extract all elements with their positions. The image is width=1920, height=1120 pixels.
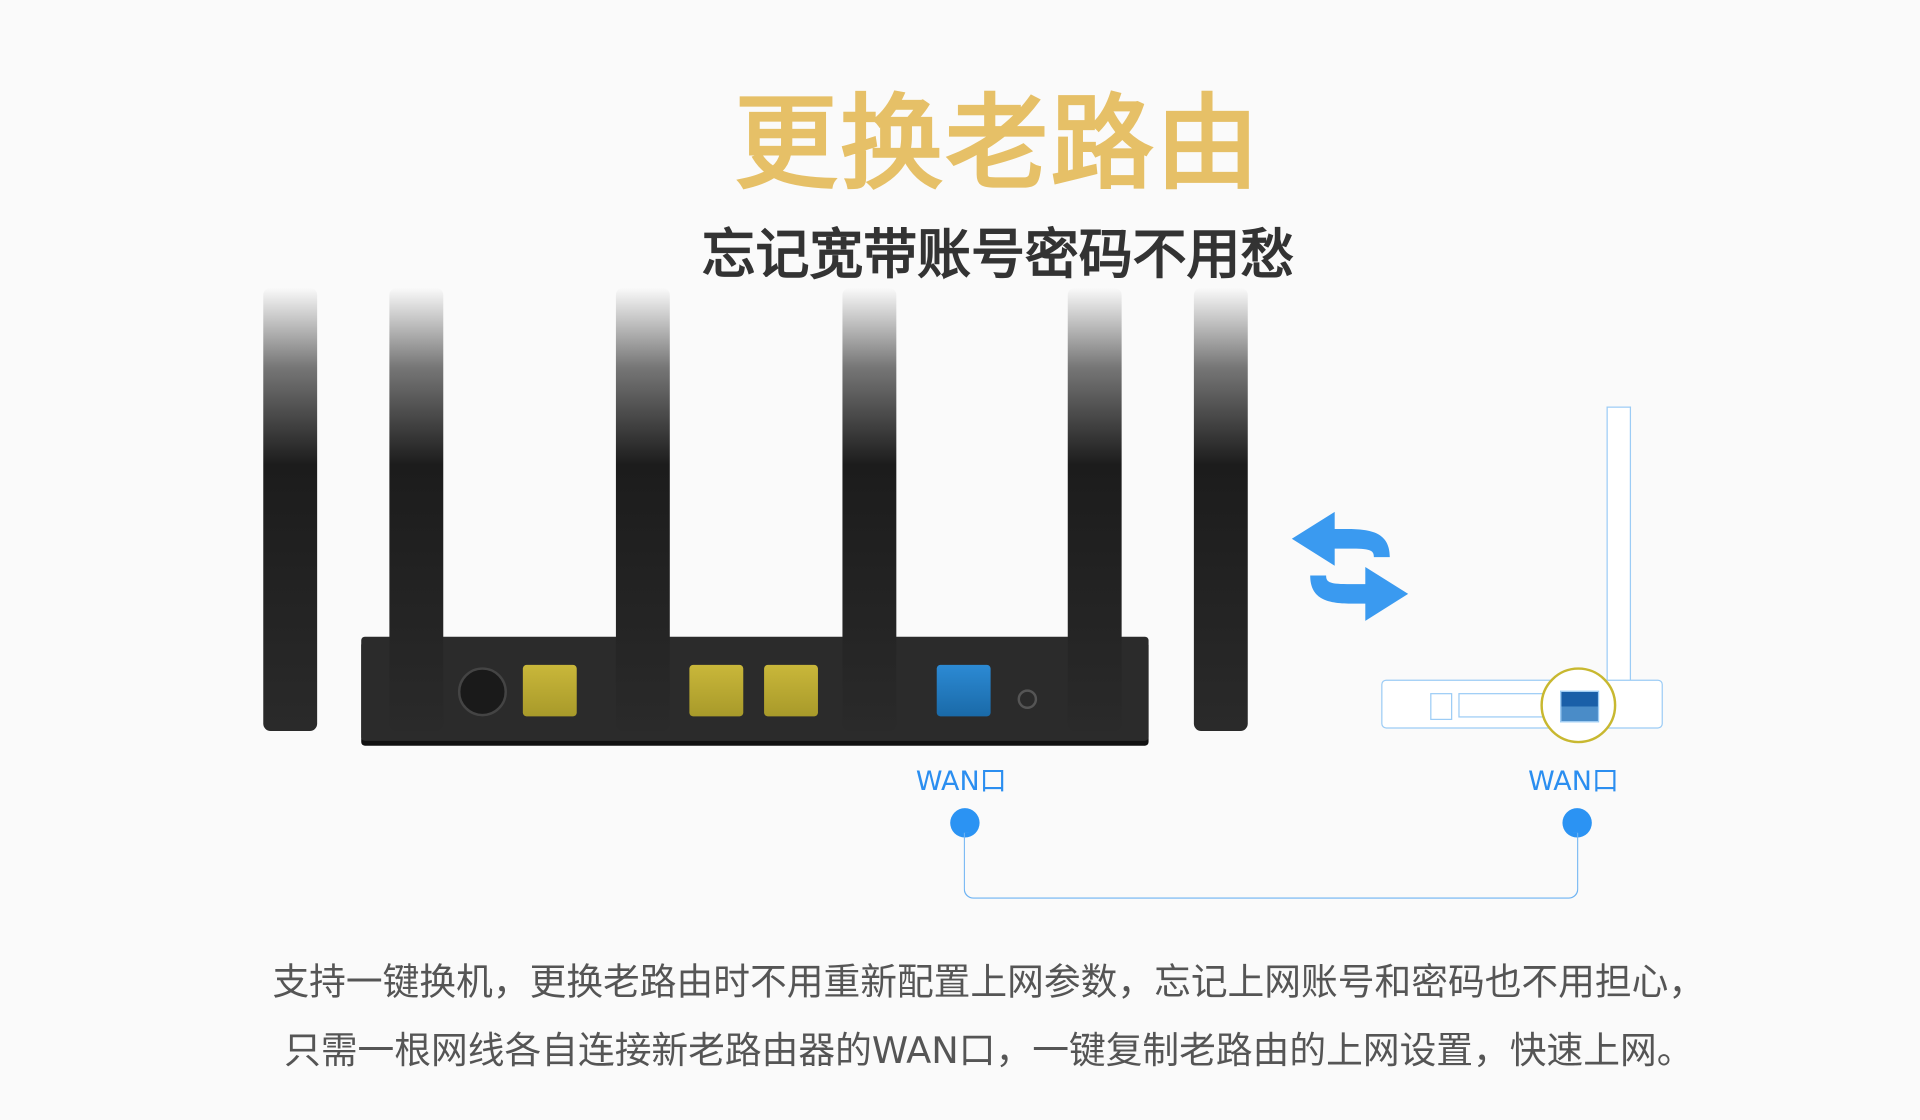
description-line: 支持一键换机，更换老路由时不用重新配置上网参数，忘记上网账号和密码也不用担心， [272,961,1706,1005]
connector-dot [1562,808,1592,838]
description: 支持一键换机，更换老路由时不用重新配置上网参数，忘记上网账号和密码也不用担心， … [0,949,1920,1086]
power-port-icon [1430,693,1453,721]
lan-port-icon [689,664,744,717]
swap-arrows-icon [1291,511,1409,621]
antenna [615,287,670,732]
antenna [263,287,318,732]
lan-port-icon [764,664,818,717]
cable-line [963,832,1579,899]
antenna [389,287,444,732]
connector-dot [950,808,980,838]
antenna [1606,406,1632,683]
antenna [842,287,897,732]
page-title: 更换老路由 [734,83,1262,204]
old-router-wan-label: WAN口 [1528,766,1619,798]
power-port-icon [457,667,507,717]
description-line: 只需一根网线各自连接新老路由器的WAN口，一键复制老路由的上网设置，快速上网。 [284,1029,1694,1073]
wan-port-icon [1560,690,1600,723]
reset-button-icon [1017,689,1038,709]
lan-port-icon [522,664,577,717]
antenna [1193,287,1248,732]
new-router-wan-label: WAN口 [915,766,1007,798]
lan-ports-icon [1458,693,1547,718]
antenna [1067,287,1122,732]
page-subtitle: 忘记宽带账号密码不用愁 [701,224,1295,287]
wan-port-icon [936,664,991,717]
